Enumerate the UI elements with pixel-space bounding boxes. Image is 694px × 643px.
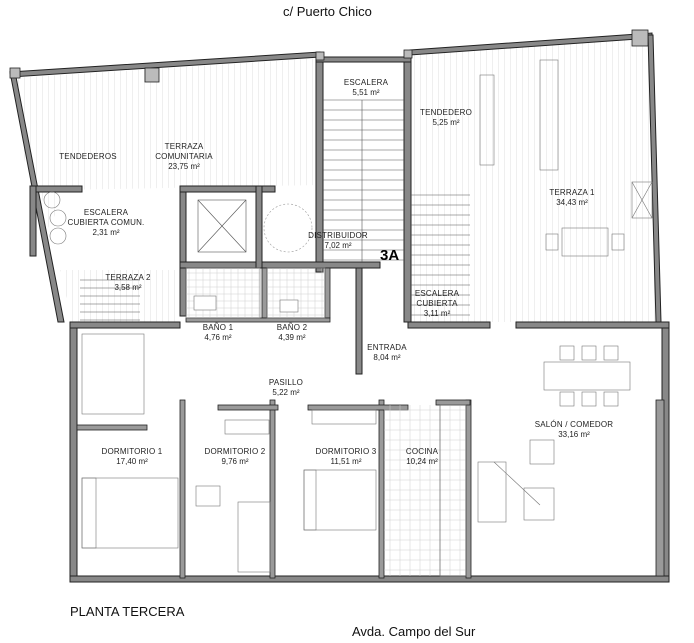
street-label-bottom: Avda. Campo del Sur [352,624,476,639]
stair-core-walls [29,56,412,375]
stair-treads [80,99,470,321]
bathroom-fixtures [185,267,326,319]
kitchen-tiles [384,405,466,576]
plan-title: PLANTA TERCERA [70,604,185,619]
room-label-tendederos: TENDEDEROS [59,152,117,161]
kitchen-counter [439,404,467,577]
furniture [43,59,653,573]
room-label-escalera-comun: ESCALERA CUBIERTA COMUN.2,31 m² [67,208,145,237]
unit-label: 3A [380,247,400,264]
terrace-decking [14,38,660,322]
street-label-top: c/ Puerto Chico [283,4,372,19]
columns [9,29,649,83]
elevator-shaft [197,199,313,253]
exterior-walls [9,32,670,583]
